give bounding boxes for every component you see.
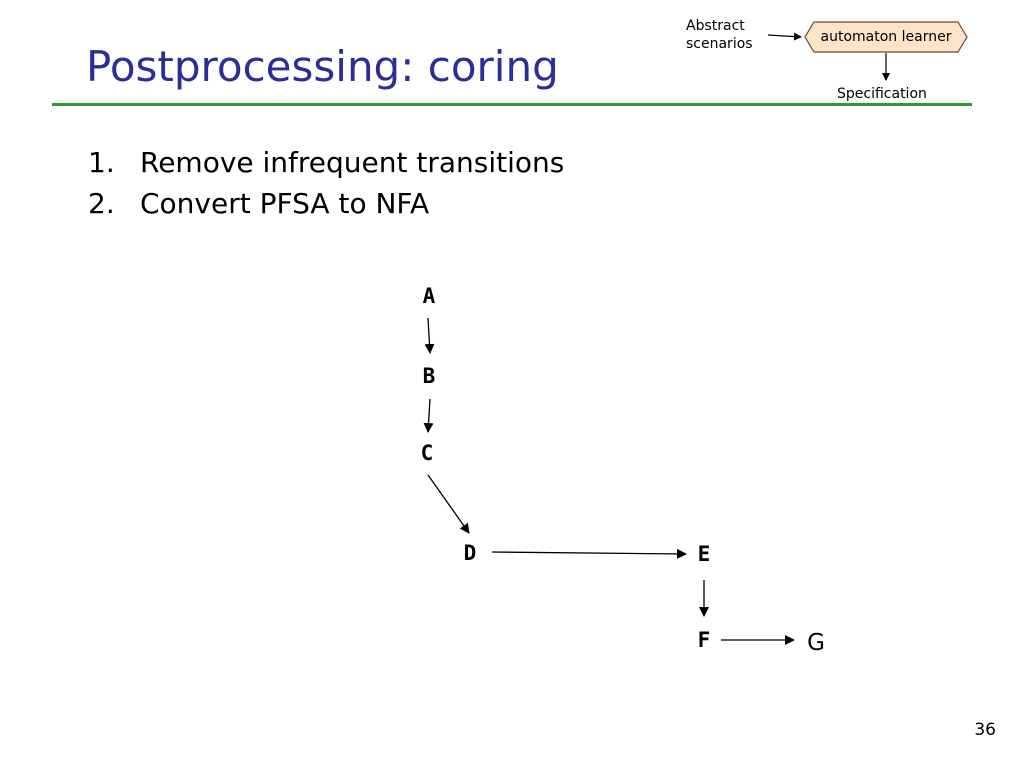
edge-b-c — [423, 398, 434, 433]
step-text: Convert PFSA to NFA — [140, 187, 430, 220]
step-item: 1. Remove infrequent transitions — [88, 142, 564, 183]
slide-title: Postprocessing: coring — [86, 42, 559, 91]
node-b: B — [423, 364, 436, 388]
node-d: D — [464, 541, 477, 565]
node-c: C — [421, 441, 434, 465]
step-text: Remove infrequent transitions — [140, 146, 565, 179]
step-number: 1. — [88, 146, 115, 179]
pipeline-input-label: Abstract scenarios — [686, 17, 753, 53]
edge-a-b — [424, 317, 435, 354]
pipeline-input-line2: scenarios — [686, 36, 753, 52]
pipeline-stage-box: automaton learner — [804, 21, 968, 53]
title-divider — [52, 103, 972, 106]
step-item: 2. Convert PFSA to NFA — [88, 183, 564, 224]
edge-d-e — [491, 548, 687, 559]
steps-list: 1. Remove infrequent transitions 2. Conver… — [88, 142, 564, 224]
pipeline-stage-shape — [804, 21, 968, 53]
pipeline-stage-label: automaton learner — [820, 29, 952, 45]
node-a: A — [423, 284, 436, 308]
node-f: F — [698, 628, 711, 652]
page-number: 36 — [974, 720, 996, 740]
pipeline-output-label: Specification — [837, 86, 927, 102]
pipeline-input-arrow — [767, 32, 802, 41]
edge-c-d — [427, 474, 470, 534]
step-number: 2. — [88, 187, 115, 220]
pipeline-input-line1: Abstract — [686, 18, 745, 34]
node-g: G — [807, 630, 825, 656]
node-e: E — [698, 542, 711, 566]
pipeline-arrows — [767, 32, 890, 81]
